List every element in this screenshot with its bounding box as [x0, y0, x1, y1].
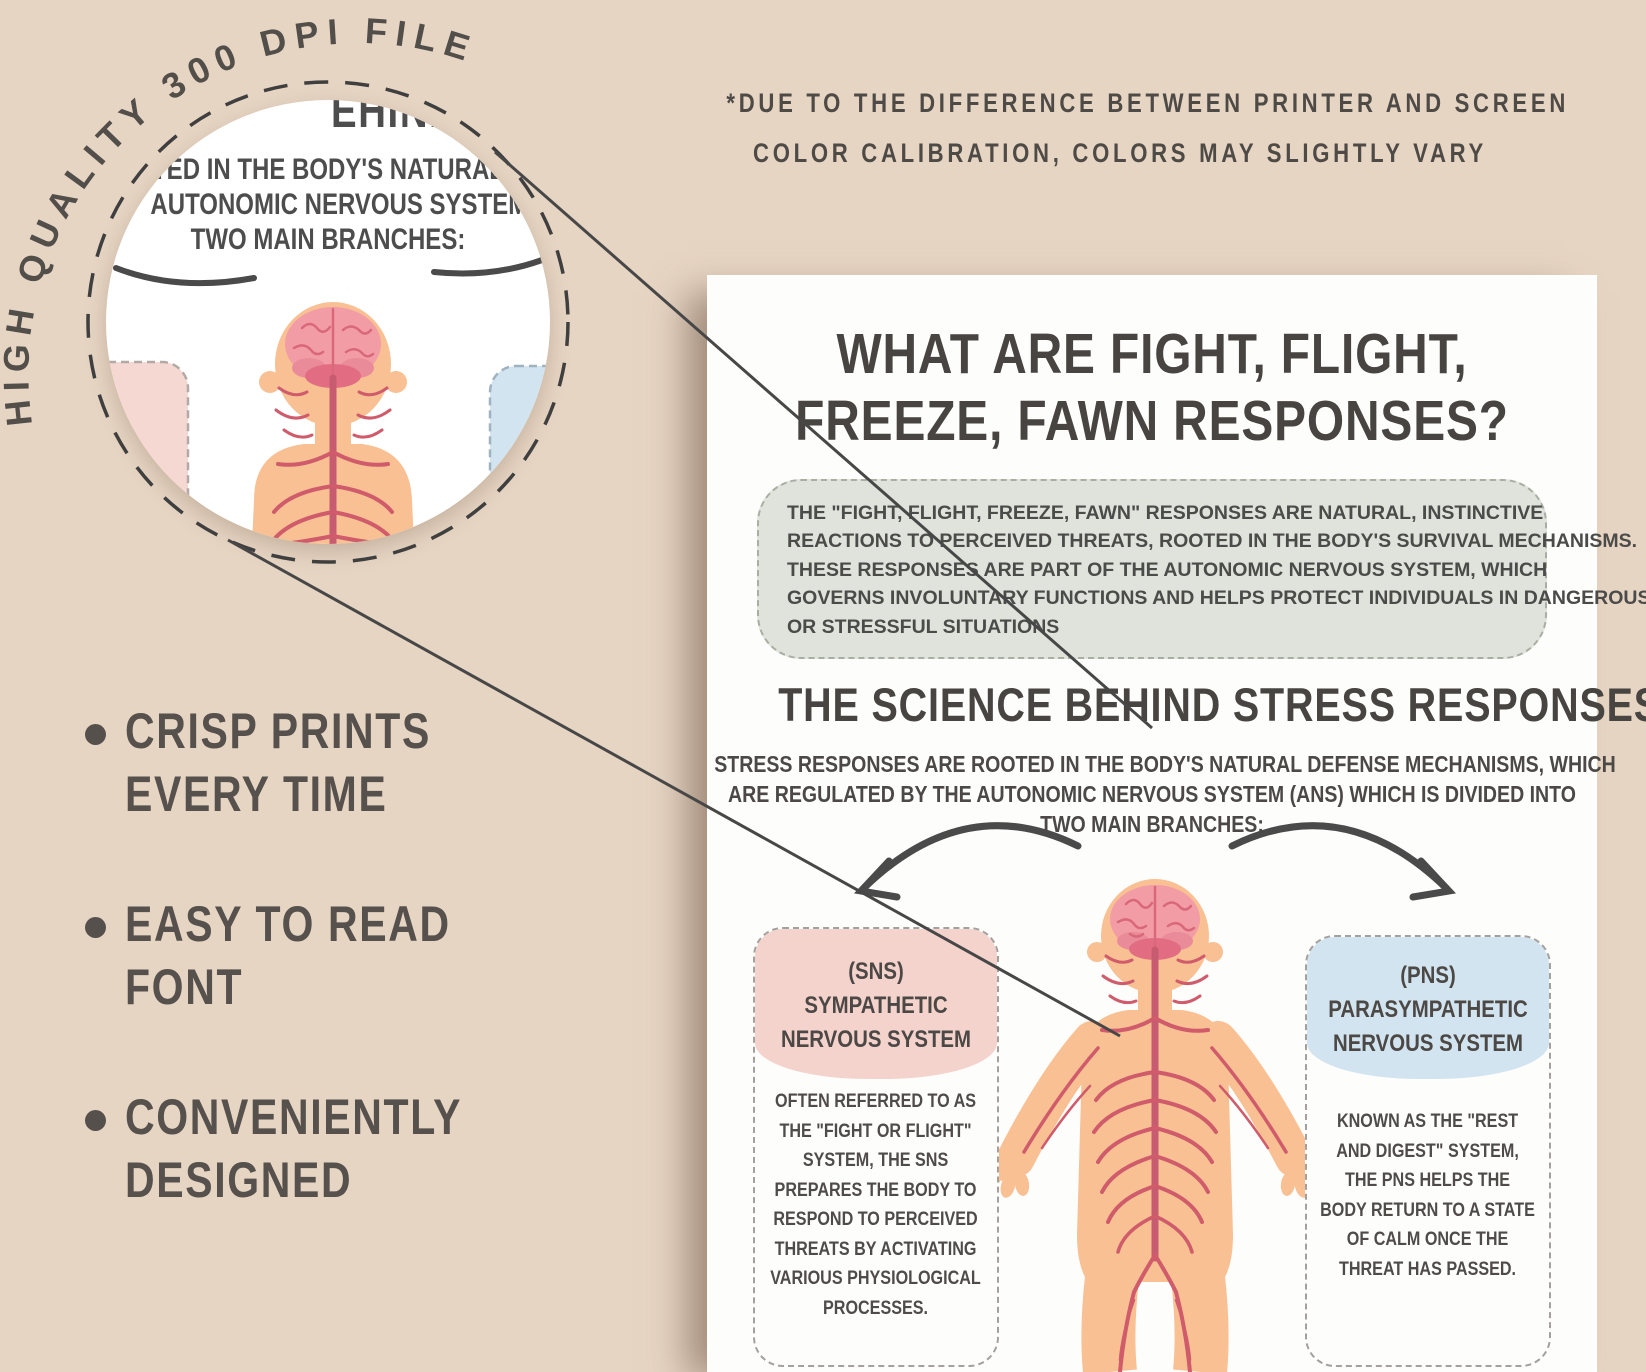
- arrow-fragments: [113, 257, 545, 287]
- right-arrowhead-icon: [1409, 857, 1457, 901]
- feature-line: FONT: [125, 959, 244, 1015]
- magnified-text-line: AUTONOMIC NERVOUS SYSTEM (ANS: [150, 188, 550, 221]
- sns-name-line: NERVOUS SYSTEM: [780, 1026, 972, 1053]
- bullet-dot-icon: [85, 1110, 106, 1131]
- sns-box-fragment: [106, 360, 190, 544]
- magnified-text-line: TWO MAIN BRANCHES:: [190, 223, 466, 256]
- bullet-dot-icon: [85, 917, 106, 938]
- pns-tag: (PNS): [1400, 962, 1456, 989]
- pns-header: (PNS) PARASYMPATHETIC NERVOUS SYSTEM: [1307, 937, 1549, 1079]
- bullet-dot-icon: [85, 724, 106, 745]
- magnified-text-line: TED IN THE BODY'S NATURAL: [152, 153, 504, 186]
- body-figure-illustration: [985, 879, 1325, 1372]
- magnifier-inset-circle: EHIND ST TED IN THE BODY'S NATURAL AUTON…: [106, 100, 550, 544]
- sns-header: (SNS) SYMPATHETIC NERVOUS SYSTEM: [755, 929, 997, 1079]
- right-curved-arrow: [1228, 822, 1450, 892]
- magnified-body-figure: [252, 302, 414, 544]
- feature-line: CONVENIENTLY: [125, 1089, 463, 1145]
- pns-name-line: PARASYMPATHETIC: [1328, 996, 1528, 1023]
- sns-name-line: SYMPATHETIC: [804, 992, 948, 1019]
- sns-description: OFTEN REFERRED TO AS THE "FIGHT OR FLIGH…: [770, 1091, 981, 1319]
- pns-name-line: NERVOUS SYSTEM: [1332, 1030, 1524, 1057]
- left-curved-arrow: [860, 822, 1082, 892]
- sns-tag: (SNS): [848, 958, 904, 985]
- disclaimer-line-1: *DUE TO THE DIFFERENCE BETWEEN PRINTER A…: [726, 88, 1570, 118]
- pns-box: (PNS) PARASYMPATHETIC NERVOUS SYSTEM KNO…: [1305, 935, 1551, 1367]
- magnified-heading-fragment: EHIND ST: [331, 100, 524, 138]
- sns-box: (SNS) SYMPATHETIC NERVOUS SYSTEM OFTEN R…: [753, 927, 999, 1367]
- feature-line: DESIGNED: [125, 1152, 353, 1208]
- pns-box-fragment: [488, 364, 550, 544]
- feature-convenient-design: CONVENIENTLY DESIGNED: [85, 1086, 645, 1212]
- pns-description: KNOWN AS THE "REST AND DIGEST" SYSTEM, T…: [1320, 1111, 1535, 1280]
